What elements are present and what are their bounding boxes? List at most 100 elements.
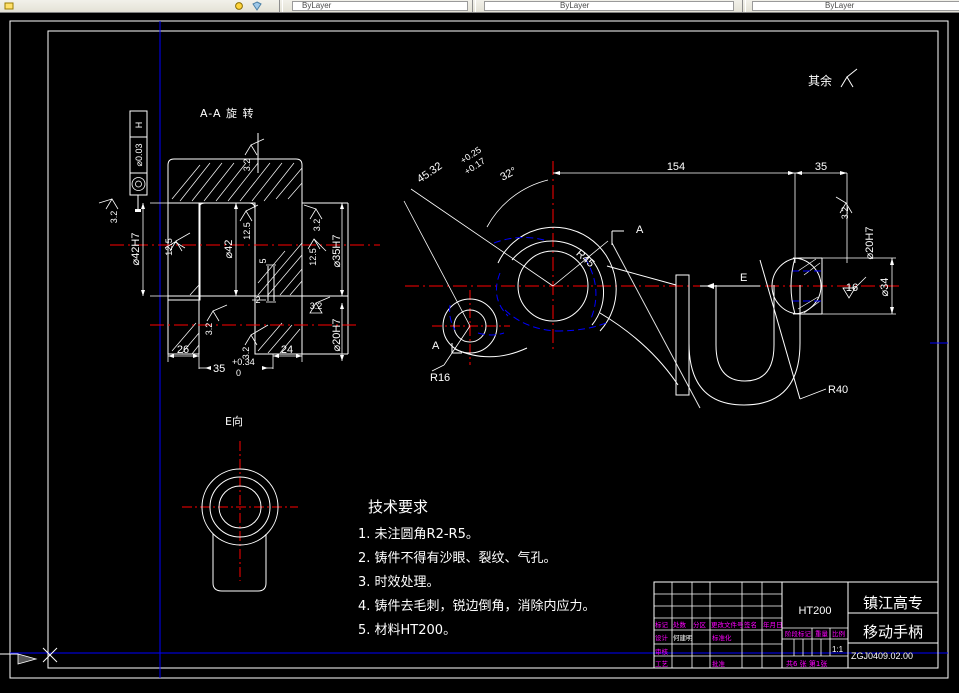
roughness-12-5-center: 12.5 [242,222,252,240]
dim-r40-text: R40 [828,384,848,396]
dim-24: 24 [272,344,303,369]
roughness-symbol-group: 3.2 12.5 3.2 [98,138,331,360]
role-row-2-label: 工艺 [655,660,669,668]
section-hatch-right [257,242,303,296]
view-arrow-e-label: E [740,272,747,284]
section-view-title: A-A 旋 转 [200,106,255,120]
small-bore-circle [453,309,487,343]
hook-r40-leader-line [759,259,801,400]
drawing-canvas[interactable]: 其余 A-A 旋 转 H ⌀0.03 [0,13,959,693]
e-view-shank [212,534,267,592]
hook-end-throat-left [790,257,796,315]
dim-20h7: ⌀20H7 [331,303,344,361]
gtol-datum: H [134,122,144,129]
concentricity-icon [131,177,146,191]
title-block: 标记 处数 分区 更改文件号 签名 年月日 设计 何建明 标准化 审核 工艺 批… [653,581,939,669]
toolbar-separator [472,0,476,12]
dim-main-35-text: 35 [815,161,827,173]
surface-finish-symbol [840,76,854,88]
e-view-title: E向 [225,414,243,428]
role-row-1-label: 审核 [655,647,669,656]
dim-d34: ⌀34 [822,257,896,315]
linetype-control-value: ByLayer [825,1,855,10]
roughness-3-2-bottom-left: 3.2 [204,323,214,336]
role-row-2-mid: 批准 [712,659,726,668]
roughness-12-5-right: 12.5 [308,248,318,266]
e-view: E向 [182,414,298,592]
hidden-arc-small-boss [477,332,505,336]
ucs-origin-marker [42,647,58,663]
surface-note-label: 其余 [808,73,832,88]
toolbar-separator [742,0,746,12]
dim-35-upper-tol: +0.34 [232,357,255,367]
hook-outer-profile [688,285,801,406]
hook-end-cap-arc [792,257,822,315]
section-hatch-upper-left [171,162,303,202]
e-view-mid-circle [209,476,271,538]
roughness-3-2-bottom-mid: 3.2 [241,347,251,360]
role-row-0-mid: 标准化 [712,633,732,642]
linetype-control[interactable] [752,1,959,11]
tech-requirements: 技术要求 1. 未注圆角R2-R5。 2. 铸件不得有沙眼、裂纹、气孔。 3. … [358,498,596,638]
section-mark-a-top-label: A [636,224,644,236]
rev-header-5: 年月日 [763,620,783,629]
dim-42h7-text: ⌀42H7 [130,233,142,266]
dim-d34-text: ⌀34 [879,278,891,297]
section-mark-a-top: A [611,224,644,245]
toolbar-strip[interactable]: ByLayer ByLayer ByLayer Standard [0,0,959,13]
arm-edge-upper [606,265,677,286]
title-block-stage-label: 阶段标记 [785,629,812,638]
surface-finish-tail [846,68,858,78]
roughness-3-2-top: 3.2 [242,159,252,172]
tech-req-title: 技术要求 [368,498,428,516]
roughness-3-2-topleft: 3.2 [109,211,119,224]
dim-42: ⌀42 [223,203,238,296]
hidden-arc-top [493,237,549,244]
layer-control[interactable] [292,1,468,11]
section-mark-a-bottom-label: A [432,340,440,352]
dim-angle-32: 32° [486,165,549,228]
geometric-tolerance-frame: H ⌀0.03 [129,110,148,212]
layer-icon[interactable] [4,1,15,11]
roughness-12-5-left: 12.5 [164,238,174,256]
small-boss-outer [442,298,498,354]
dim-main-20h7: ⌀20H7 [864,227,876,260]
dim-keyway-2: 2 [252,295,266,305]
dim-35-lower-tol: 0 [236,368,241,378]
dim-20h7-text: ⌀20H7 [331,319,343,352]
dim-35-tol: 35 +0.34 0 [199,357,273,378]
color-control[interactable] [484,1,734,11]
title-block-drawing-no: ZGJ0409.02.00 [851,651,913,661]
hidden-arc-bottom [504,309,557,332]
dim-r16-text: R16 [430,372,450,384]
big-bore-circle [517,250,589,322]
hidden-arc-right [584,257,597,322]
dim-26-text: 26 [177,344,189,356]
section-view-aa: A-A 旋 转 H ⌀0.03 [98,106,380,378]
tech-req-item-2: 2. 铸件不得有沙眼、裂纹、气孔。 [358,550,557,566]
dim-r40: R40 [799,384,848,400]
dim-26: 26 [167,344,200,369]
dim-keyway-5: 5 [258,258,268,263]
big-boss-outer-profile [497,226,617,332]
flange-plate [675,274,690,396]
tech-req-item-3: 3. 时效处理。 [358,575,440,590]
section-hatch-lower-right [257,322,301,354]
title-block-scale-value: 1:1 [832,645,844,654]
dim-main-35: 35 [795,161,848,263]
section-left-step [167,202,201,301]
hidden-arc-small-left [449,304,456,331]
dim-154: 154 [553,161,796,263]
roughness-3-2-lower: 3.2 [310,301,323,311]
rev-header-2: 分区 [693,620,707,629]
layer-control-value: ByLayer [302,1,332,10]
title-block-sheet-note: 共6 张 第1张 [786,659,827,668]
hidden-arc-left [495,272,509,317]
tech-req-item-1: 1. 未注圆角R2-R5。 [358,527,479,542]
sheet-outer-border [9,20,949,679]
e-view-inner-circle [218,485,262,529]
shield-icon[interactable] [252,1,263,11]
tech-req-item-4: 4. 铸件去毛刺，锐边倒角，消除内应力。 [358,598,596,614]
lightbulb-icon[interactable] [234,1,245,11]
